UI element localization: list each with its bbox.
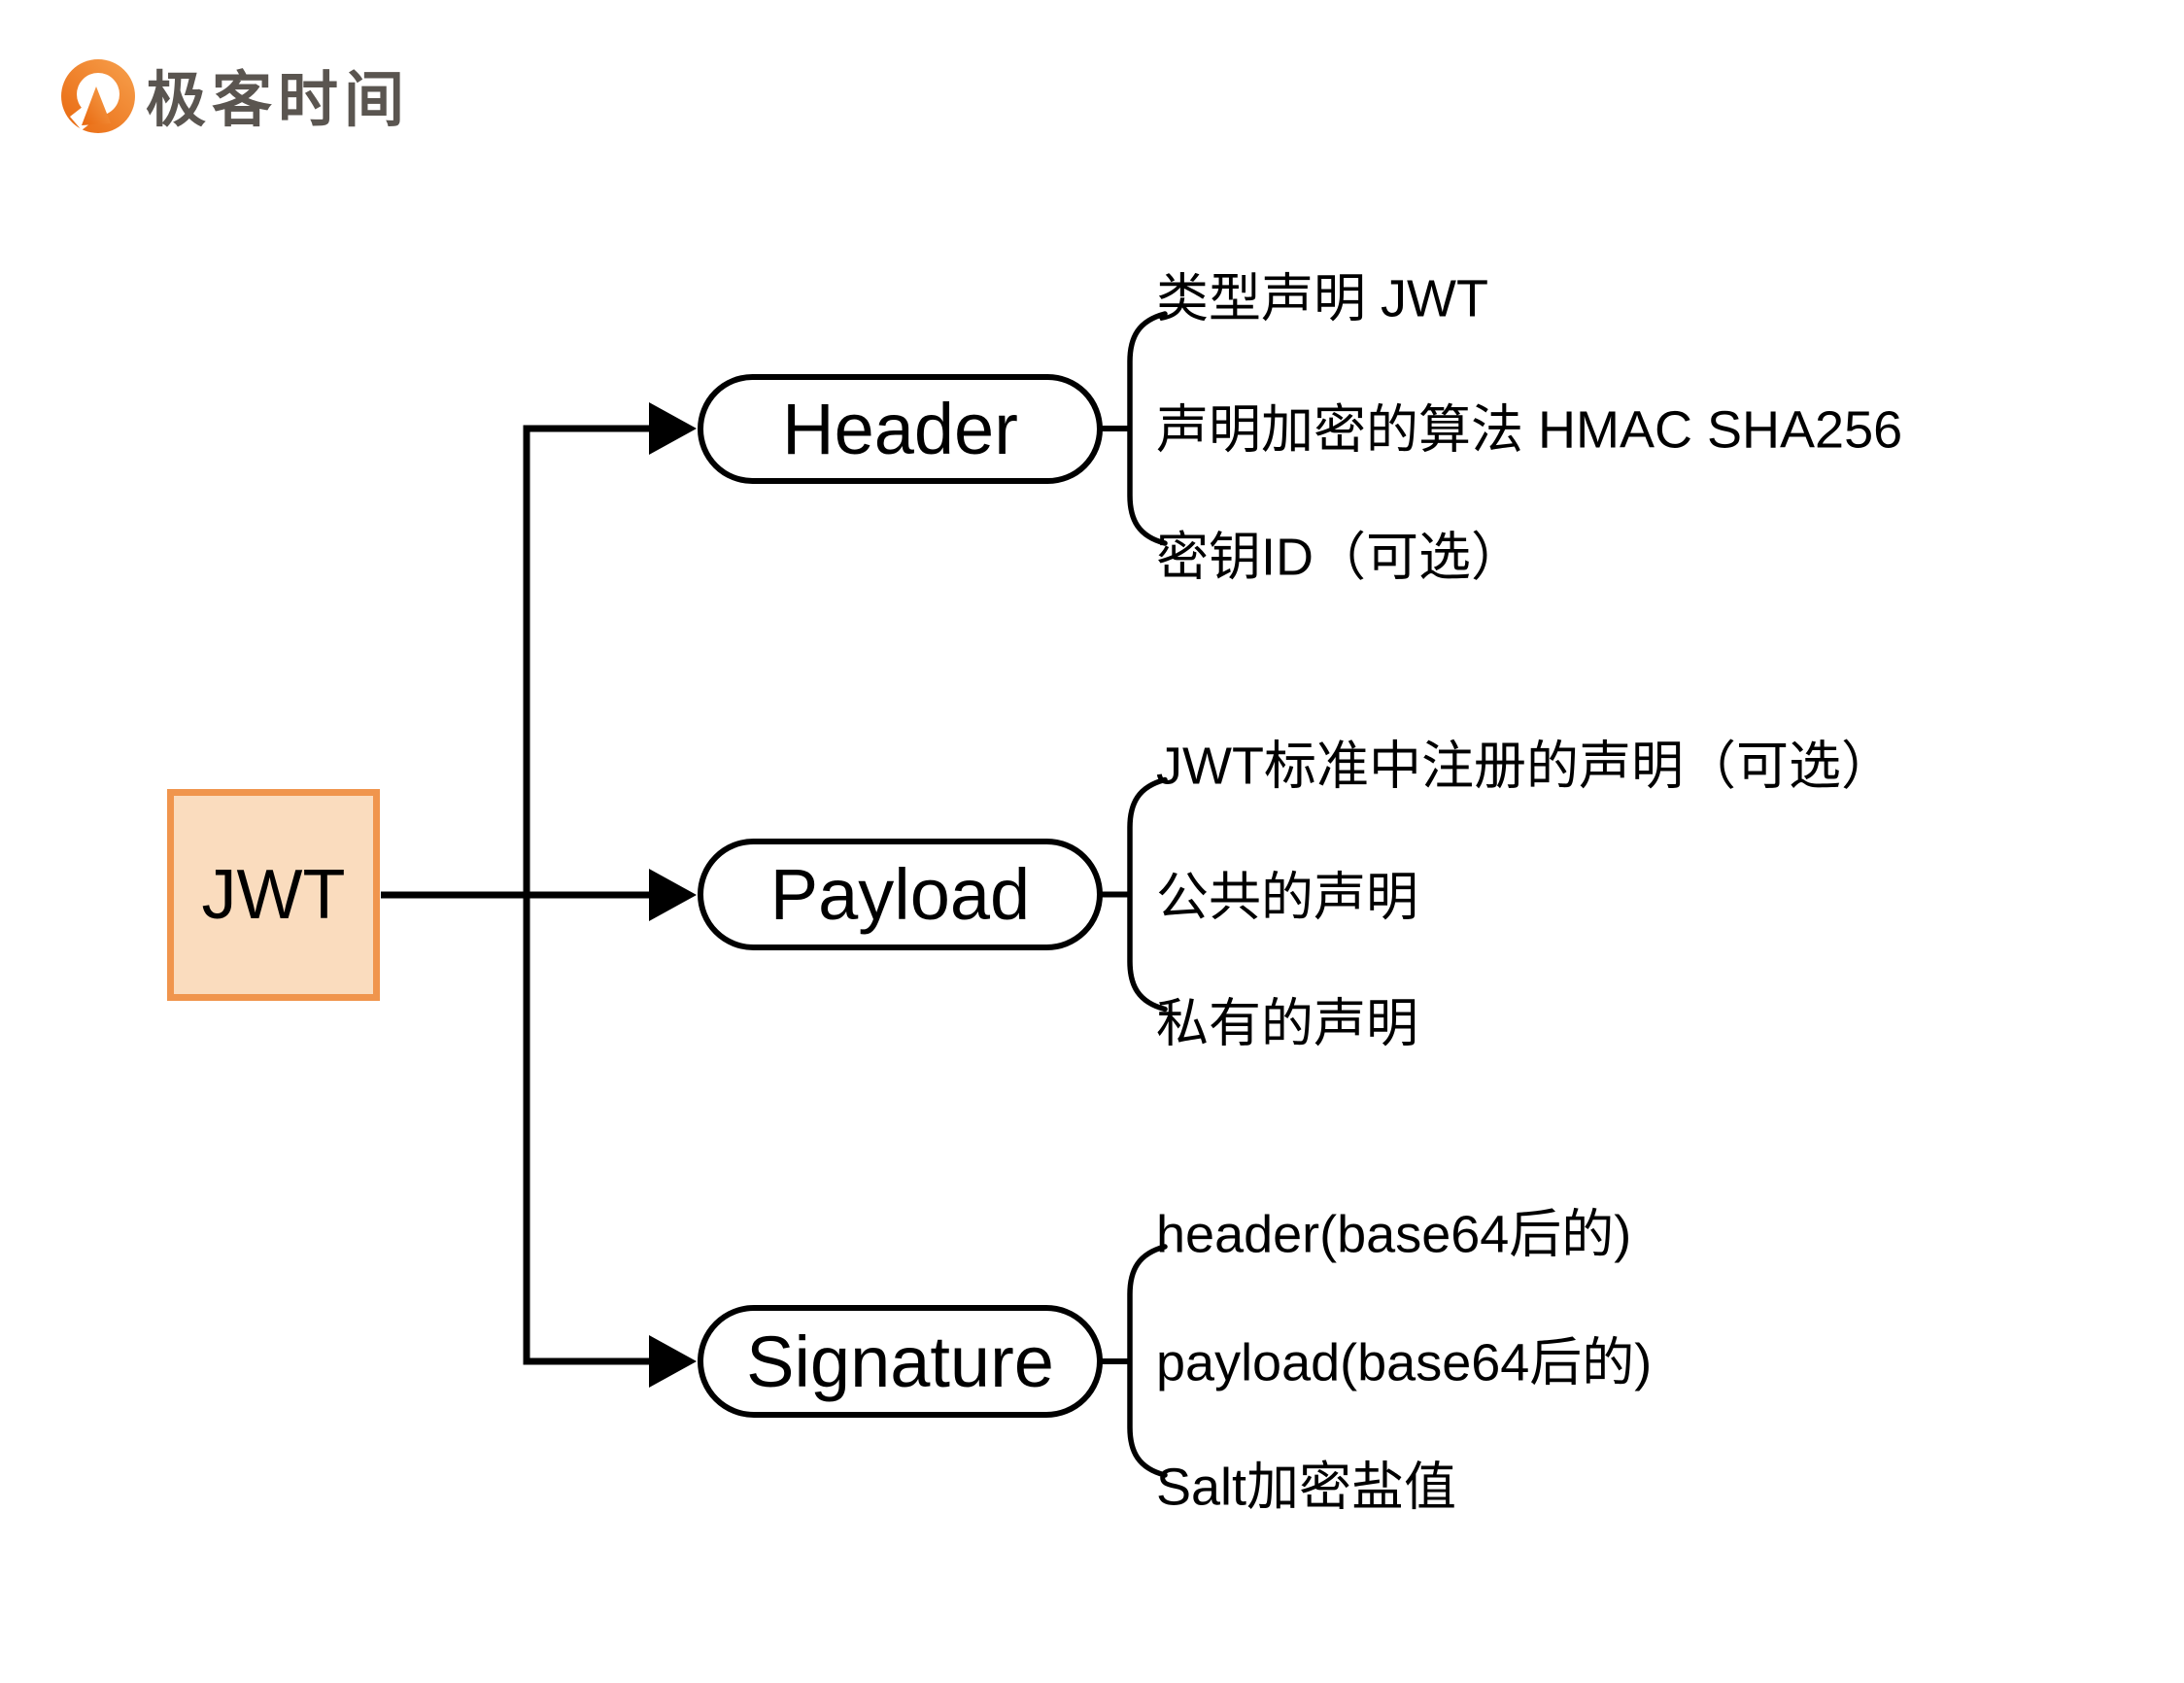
node-pill-signature: Signature bbox=[698, 1305, 1103, 1418]
node-label: Signature bbox=[746, 1321, 1054, 1402]
branch-label-payload-2: 公共的声明 bbox=[1156, 868, 1418, 927]
branch-label-signature-2: payload(base64后的) bbox=[1156, 1333, 1653, 1392]
branch-label-header-3: 密钥ID（可选） bbox=[1156, 528, 1523, 587]
jwt-root-label: JWT bbox=[201, 856, 346, 934]
arrowhead-icon bbox=[649, 1335, 697, 1388]
branch-label-payload-3: 私有的声明 bbox=[1156, 994, 1418, 1053]
trunk-line bbox=[523, 425, 651, 1365]
brand-name: 极客时间 bbox=[146, 67, 411, 134]
bracket-curve bbox=[1127, 311, 1168, 546]
branch-label-signature-1: header(base64后的) bbox=[1156, 1205, 1632, 1264]
node-label: Header bbox=[782, 389, 1018, 469]
jwt-root-node: JWT bbox=[167, 789, 380, 1001]
node-pill-payload: Payload bbox=[698, 839, 1103, 950]
bracket-curve bbox=[1127, 776, 1168, 1013]
node-pill-header: Header bbox=[698, 374, 1103, 484]
branch-label-payload-1: JWT标准中注册的声明（可选） bbox=[1156, 737, 1894, 796]
branch-label-signature-3: Salt加密盐值 bbox=[1156, 1458, 1457, 1517]
geektime-logo-icon bbox=[61, 59, 135, 133]
node-label: Payload bbox=[769, 854, 1031, 935]
arrowhead-icon bbox=[649, 869, 697, 921]
bracket-curve bbox=[1127, 1244, 1168, 1478]
arrowhead-icon bbox=[649, 402, 697, 455]
branch-label-header-1: 类型声明 JWT bbox=[1156, 269, 1488, 328]
branch-label-header-2: 声明加密的算法 HMAC SHA256 bbox=[1156, 400, 1903, 460]
